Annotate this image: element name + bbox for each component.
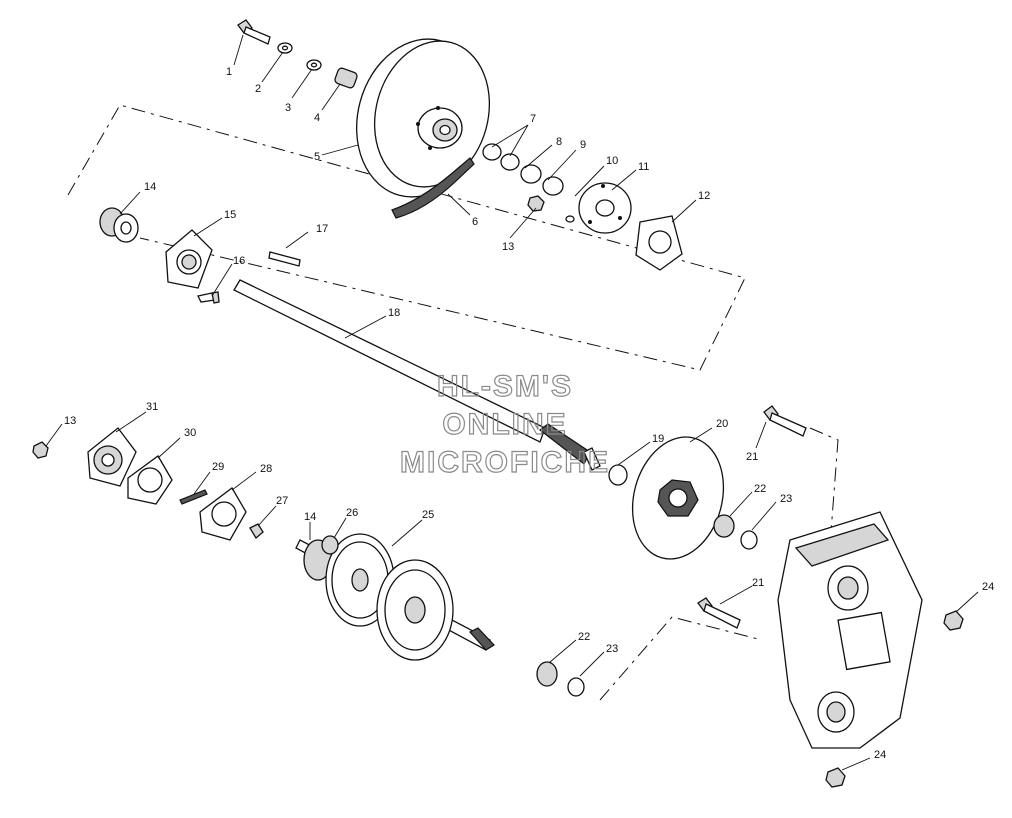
callout: 26	[346, 507, 358, 519]
callout: 15	[224, 209, 236, 221]
watermark-line-3: MICROFICHE	[400, 446, 610, 479]
callout: 30	[184, 427, 196, 439]
callout: 24	[874, 749, 886, 761]
part-29-spring	[179, 489, 208, 505]
leader-lines	[45, 34, 979, 771]
part-18-shaft	[233, 279, 601, 471]
part-21-bolt-upper	[763, 405, 807, 437]
callout: 3	[285, 102, 291, 114]
part-14-bearing-upper	[99, 207, 139, 243]
part-25-drive-shaft-assembly	[295, 533, 495, 661]
part-15-flange	[165, 229, 213, 289]
watermark-line-1: HL-SM'S	[437, 370, 573, 403]
part-5-pulley	[355, 38, 491, 198]
chaincase-housing	[777, 511, 923, 749]
part-20-disc	[631, 436, 725, 560]
watermark: HL-SM'S ONLINE MICROFICHE	[399, 369, 610, 479]
callout: 14	[144, 181, 156, 193]
callout: 17	[316, 223, 328, 235]
part-26-bearing	[321, 535, 339, 555]
callout: 4	[314, 112, 320, 124]
callout: 2	[255, 83, 261, 95]
callout: 13	[64, 415, 76, 427]
callout: 5	[314, 151, 320, 163]
part-9-ring	[542, 176, 564, 196]
callout: 1	[226, 66, 232, 78]
callout: 22	[754, 483, 766, 495]
part-22-bearing-upper	[713, 514, 735, 538]
assembly-lines	[67, 104, 839, 701]
part-8-ring	[520, 164, 542, 184]
part-16-bolt	[197, 291, 220, 304]
part-17-key	[268, 251, 301, 267]
callout: 18	[388, 307, 400, 319]
part-23-seal-lower	[567, 677, 585, 697]
part-22-bearing-lower	[536, 661, 558, 687]
part-21-bolt-lower	[697, 597, 741, 629]
part-30-gasket	[127, 455, 173, 505]
callout: 12	[698, 190, 710, 202]
part-6-chain	[391, 157, 475, 219]
callout: 29	[212, 461, 224, 473]
callout: 21	[752, 577, 764, 589]
callout: 22	[578, 631, 590, 643]
part-24-nut-upper	[943, 610, 964, 631]
callout: 19	[652, 433, 664, 445]
callout: 23	[780, 493, 792, 505]
callout: 21	[746, 451, 758, 463]
part-28-flange	[199, 487, 247, 541]
callout: 28	[260, 463, 272, 475]
callout: 27	[276, 495, 288, 507]
callout: 7	[530, 113, 536, 125]
callout: 10	[606, 155, 618, 167]
callout: 11	[638, 161, 649, 173]
part-24-nut-lower	[825, 767, 846, 788]
callout-labels: 1 2 3 4 5 6 7 8 9 10 11 12 13 14 15 16 1…	[64, 66, 994, 761]
callout: 20	[716, 418, 728, 430]
part-1-bolt	[237, 19, 271, 45]
callout: 23	[606, 643, 618, 655]
callout: 24	[982, 581, 994, 593]
callout: 31	[146, 401, 158, 413]
part-12-flange	[635, 215, 683, 271]
callout: 16	[233, 255, 245, 267]
watermark-line-2: ONLINE	[442, 408, 567, 441]
part-11-flange-plate	[578, 182, 632, 234]
callout: 25	[422, 509, 434, 521]
part-19-ring	[608, 464, 628, 486]
callout: 13	[502, 241, 514, 253]
part-27-bushing	[249, 523, 264, 539]
callout: 8	[556, 136, 562, 148]
callout: 6	[472, 216, 478, 228]
callout: 14	[304, 511, 316, 523]
part-4-bushing	[334, 67, 358, 89]
callout: 9	[580, 139, 586, 151]
part-23-seal-upper	[740, 530, 758, 550]
part-7-rings	[482, 143, 520, 171]
part-13-nut-lower	[32, 441, 49, 459]
part-13-nut-upper	[527, 195, 575, 223]
part-31-flange-bearing	[87, 427, 137, 487]
